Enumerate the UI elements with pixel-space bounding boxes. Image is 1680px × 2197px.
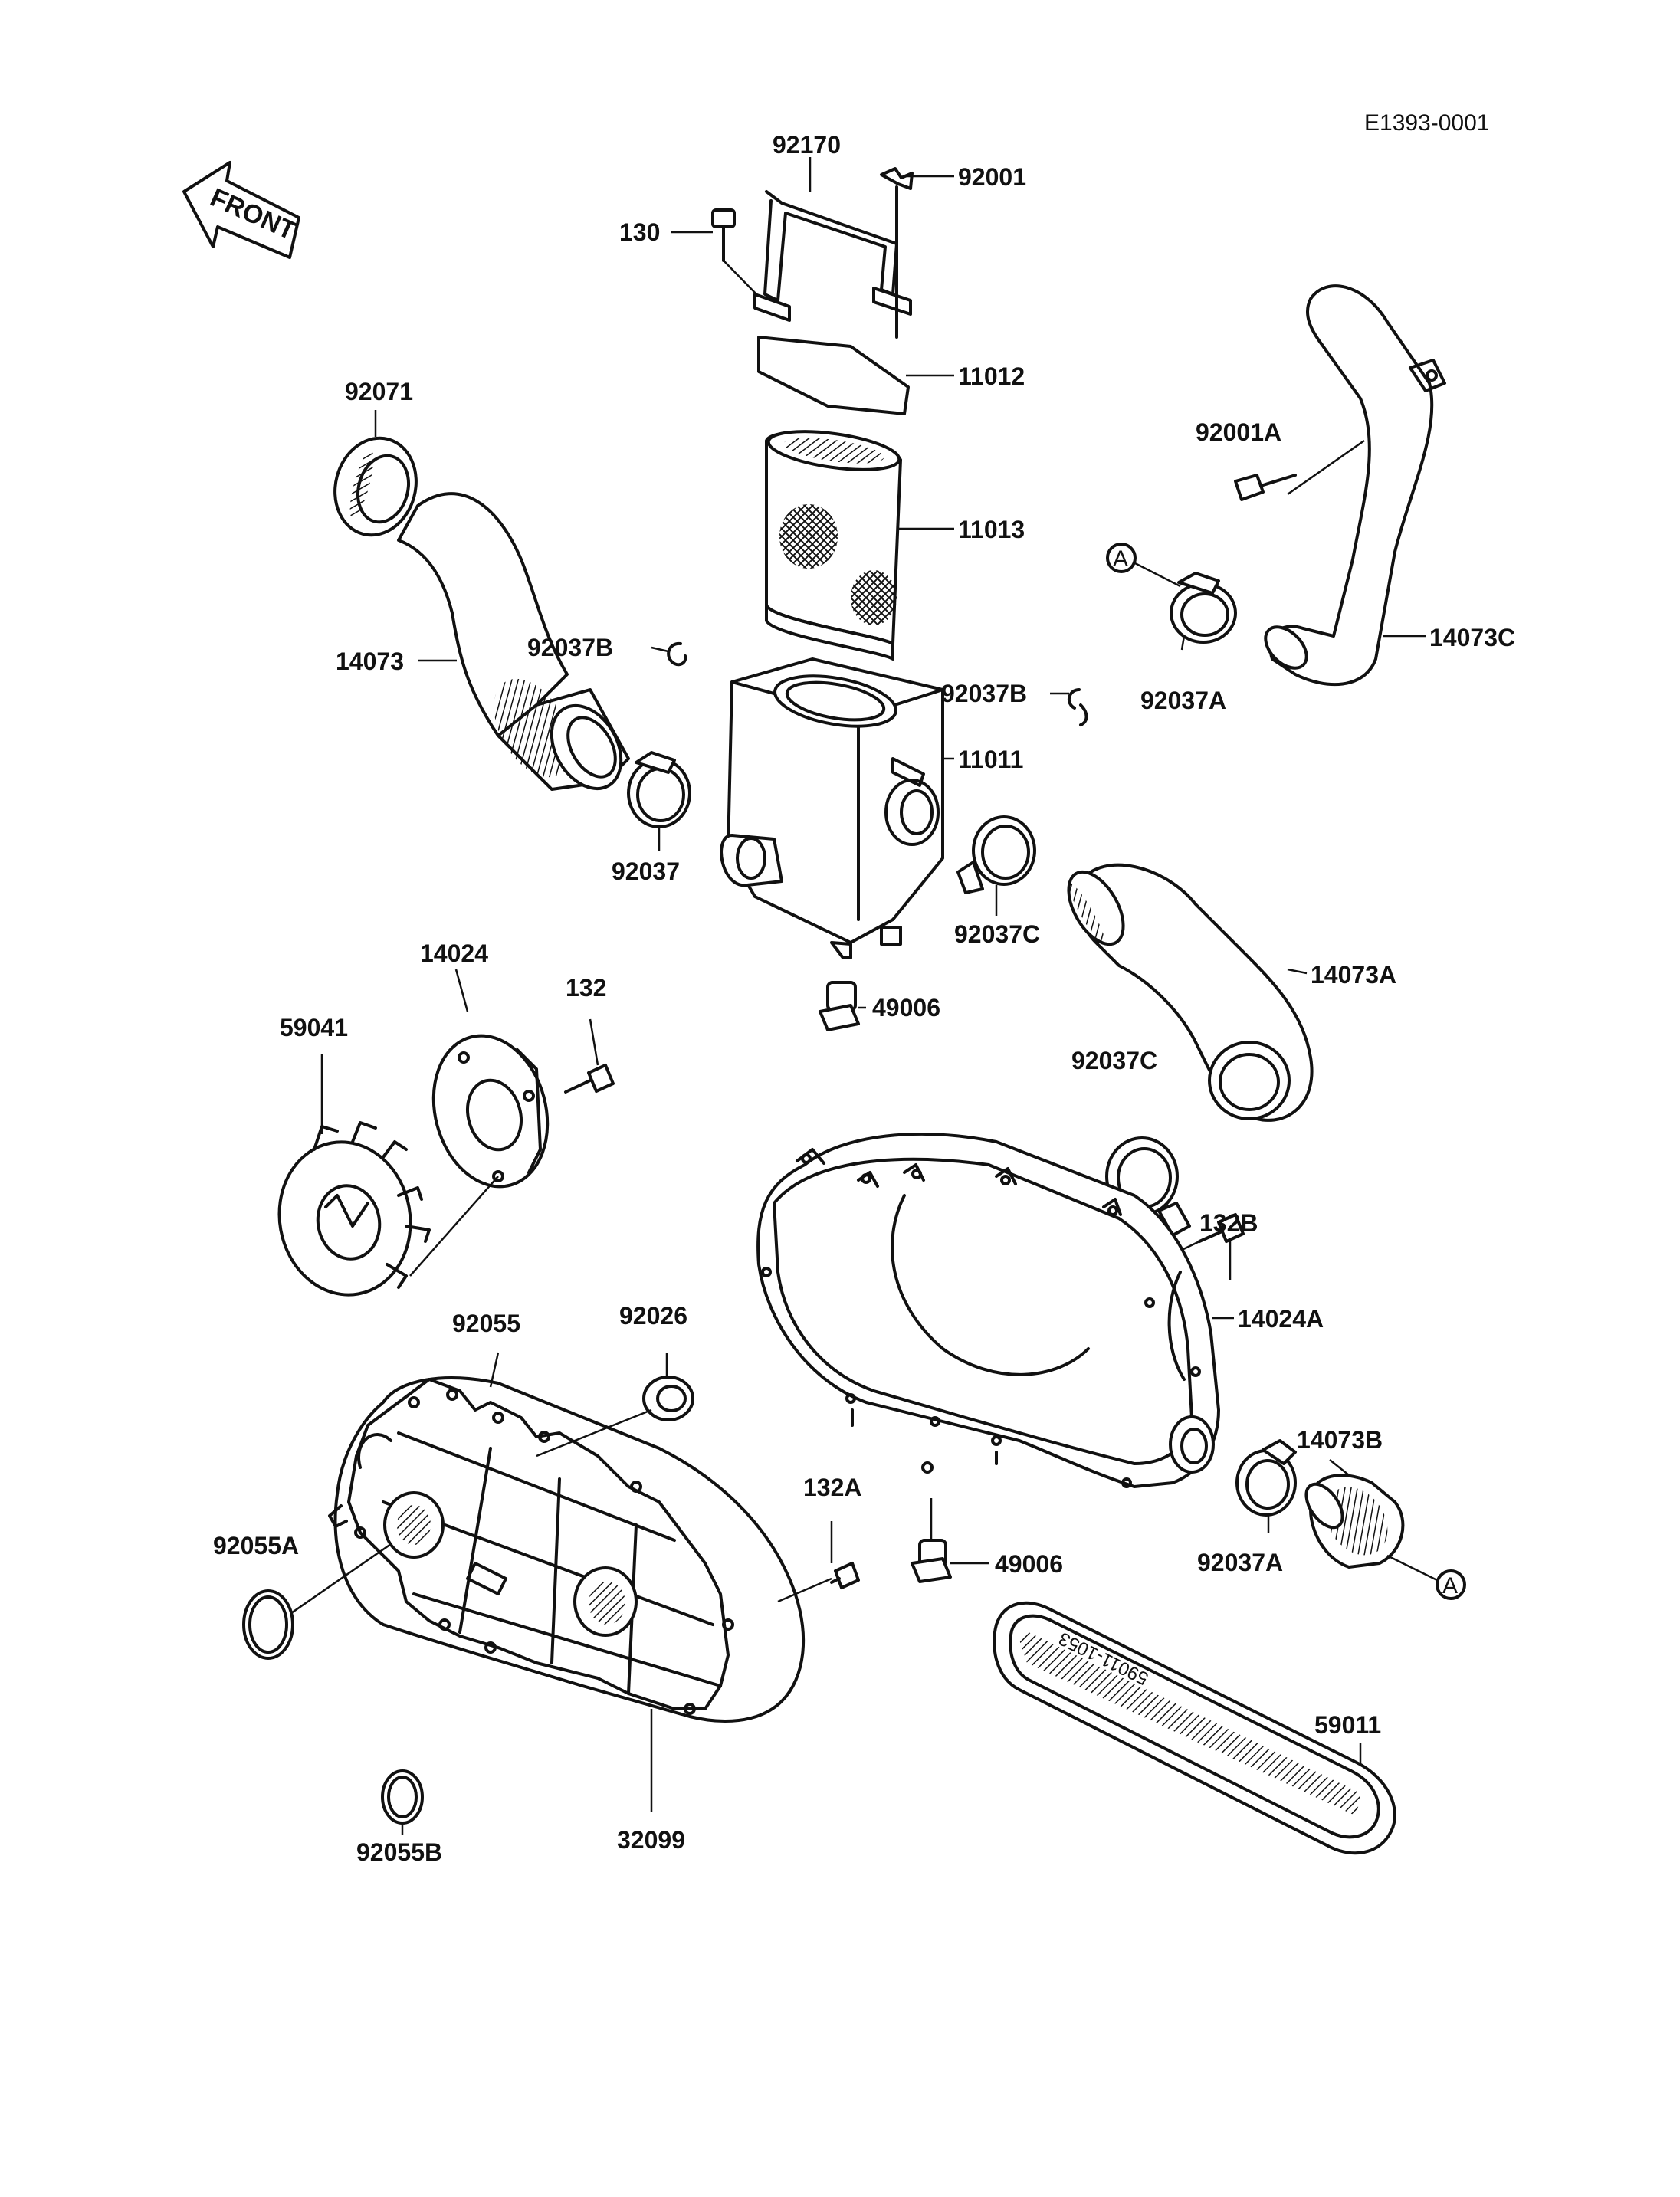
leader-oring-cover <box>290 1543 392 1615</box>
label-92071: 92071 <box>345 378 413 405</box>
label-130: 130 <box>619 218 660 246</box>
bolt-130-part <box>711 208 758 296</box>
hose-clamp-92037A-bottom-part <box>1235 1439 1297 1517</box>
label-92037C-mid: 92037C <box>1071 1047 1157 1074</box>
outer-cover-14024A-part <box>756 1133 1220 1488</box>
o-ring-92055B-part <box>381 1769 424 1825</box>
label-14024A: 14024A <box>1238 1305 1324 1333</box>
label-11011: 11011 <box>958 746 1023 773</box>
drain-plug-49006-bottom-part <box>911 1539 952 1583</box>
label-92001: 92001 <box>958 163 1026 191</box>
label-92026: 92026 <box>619 1302 687 1330</box>
clip-92037B-left-part <box>667 641 687 667</box>
leader-seal-cover <box>536 1408 652 1458</box>
bolt-132-part <box>564 1064 615 1094</box>
leader-cover-bolt <box>777 1577 832 1603</box>
wing-bolt-part <box>880 167 914 339</box>
svg-text:A: A <box>1113 546 1128 572</box>
label-92170: 92170 <box>773 131 841 159</box>
drain-plug-49006-top-part <box>819 981 860 1031</box>
air-filter-element-part <box>765 430 902 661</box>
label-92037B-right: 92037B <box>941 680 1027 707</box>
boot-14073B-part <box>1304 1474 1405 1569</box>
leader-boot-A <box>1386 1554 1438 1582</box>
label-32099: 32099 <box>617 1826 685 1854</box>
label-49006-bottom: 49006 <box>995 1550 1063 1578</box>
hose-clamp-92037A-top-part <box>1170 572 1237 644</box>
leader-fan-plate <box>409 1176 499 1277</box>
label-14024: 14024 <box>420 939 488 967</box>
label-59041: 59041 <box>280 1014 348 1041</box>
label-14073C: 14073C <box>1429 624 1515 651</box>
cover-plate-14024-part <box>431 1034 550 1189</box>
ref-marker-A-top: A <box>1106 543 1181 588</box>
part-labels: 92170 92001 130 11012 92071 92001A 11013… <box>213 131 1515 1866</box>
seal-92026-part <box>642 1376 694 1421</box>
fan-59041-part <box>277 1121 431 1297</box>
duct-14073C-part <box>1264 284 1446 687</box>
bolt-92001A-part <box>1234 474 1297 501</box>
label-49006-top: 49006 <box>872 994 940 1021</box>
air-box-part <box>720 657 944 959</box>
bolt-132A-part <box>830 1562 860 1589</box>
filter-cover-part <box>757 336 910 415</box>
label-92037C-top: 92037C <box>954 920 1040 948</box>
hose-clamp-92037-part <box>627 751 691 828</box>
diagram-code: E1393-0001 <box>1364 110 1489 136</box>
label-92037A-bottom: 92037A <box>1197 1549 1283 1576</box>
hose-clamp-92037C-top-part <box>956 815 1036 894</box>
front-arrow-icon: FRONT <box>182 161 300 259</box>
drive-belt-59011-part: 59011-1053 <box>993 1601 1396 1855</box>
svg-text:A: A <box>1442 1573 1458 1599</box>
label-92001A: 92001A <box>1196 418 1281 446</box>
label-14073B: 14073B <box>1297 1426 1383 1454</box>
label-14073A: 14073A <box>1311 961 1396 989</box>
bracket-part <box>753 190 912 322</box>
ref-marker-A-bottom: A <box>1436 1569 1466 1600</box>
inner-cover-32099-part <box>328 1376 806 1723</box>
intake-duct-14073-part <box>397 492 630 791</box>
duct-14073A-part <box>1067 863 1314 1122</box>
label-92055B: 92055B <box>356 1838 442 1866</box>
label-132B: 132B <box>1199 1209 1258 1237</box>
o-ring-92055A-part <box>242 1589 294 1660</box>
label-92037B-left: 92037B <box>527 634 613 661</box>
clip-92037B-right-part <box>1067 688 1088 726</box>
label-14073: 14073 <box>336 648 404 675</box>
label-132: 132 <box>566 974 606 1002</box>
label-92055A: 92055A <box>213 1532 299 1559</box>
label-11013: 11013 <box>958 516 1025 543</box>
label-92055: 92055 <box>452 1310 520 1337</box>
seal-ring-92071-part <box>333 436 418 537</box>
label-92037A-top: 92037A <box>1140 687 1226 714</box>
label-leaders <box>320 157 1426 1835</box>
label-132A: 132A <box>803 1474 862 1501</box>
label-59011: 59011 <box>1314 1711 1381 1739</box>
label-92037: 92037 <box>612 857 680 885</box>
label-11012: 11012 <box>958 362 1025 390</box>
